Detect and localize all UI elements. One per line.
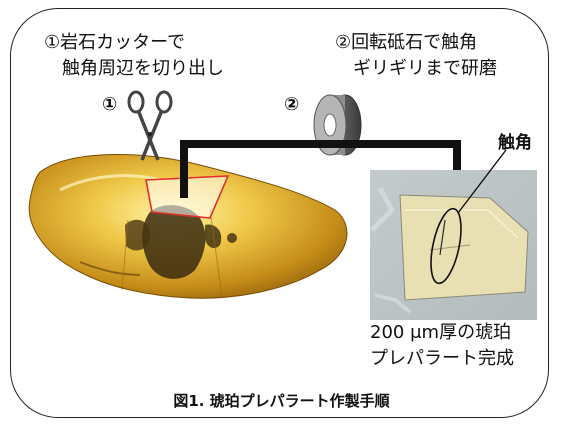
figure-caption: 図1. 琥珀プレパラート作製手順 [173,392,390,410]
step2-line2: ギリギリまで研磨 [353,58,497,79]
result-line1: 200 μm厚の琥珀 [370,322,512,343]
figure-frame [10,8,549,418]
slide-micrograph [370,149,537,320]
step1-line1: ①岩石カッターで [44,32,186,53]
amber-specimen [28,154,348,299]
result-text: 200 μm厚の琥珀 プレパラート完成 [370,320,514,372]
step1-text: ①岩石カッターで 触角周辺を切り出し [44,30,224,82]
antenna-highlight-ellipse [430,207,462,285]
step2-text: ②回転砥石で触角 ギリギリまで研磨 [335,30,497,82]
antenna-label-leader [457,149,507,214]
step2-marker: ② [284,94,299,115]
antenna-label: 触角 [498,133,532,153]
result-line2: プレパラート完成 [370,348,514,369]
step1-line2: 触角周辺を切り出し [62,58,224,79]
step2-line1: ②回転砥石で触角 [335,32,478,53]
scissors-icon [127,90,173,161]
step1-marker: ① [102,94,117,115]
